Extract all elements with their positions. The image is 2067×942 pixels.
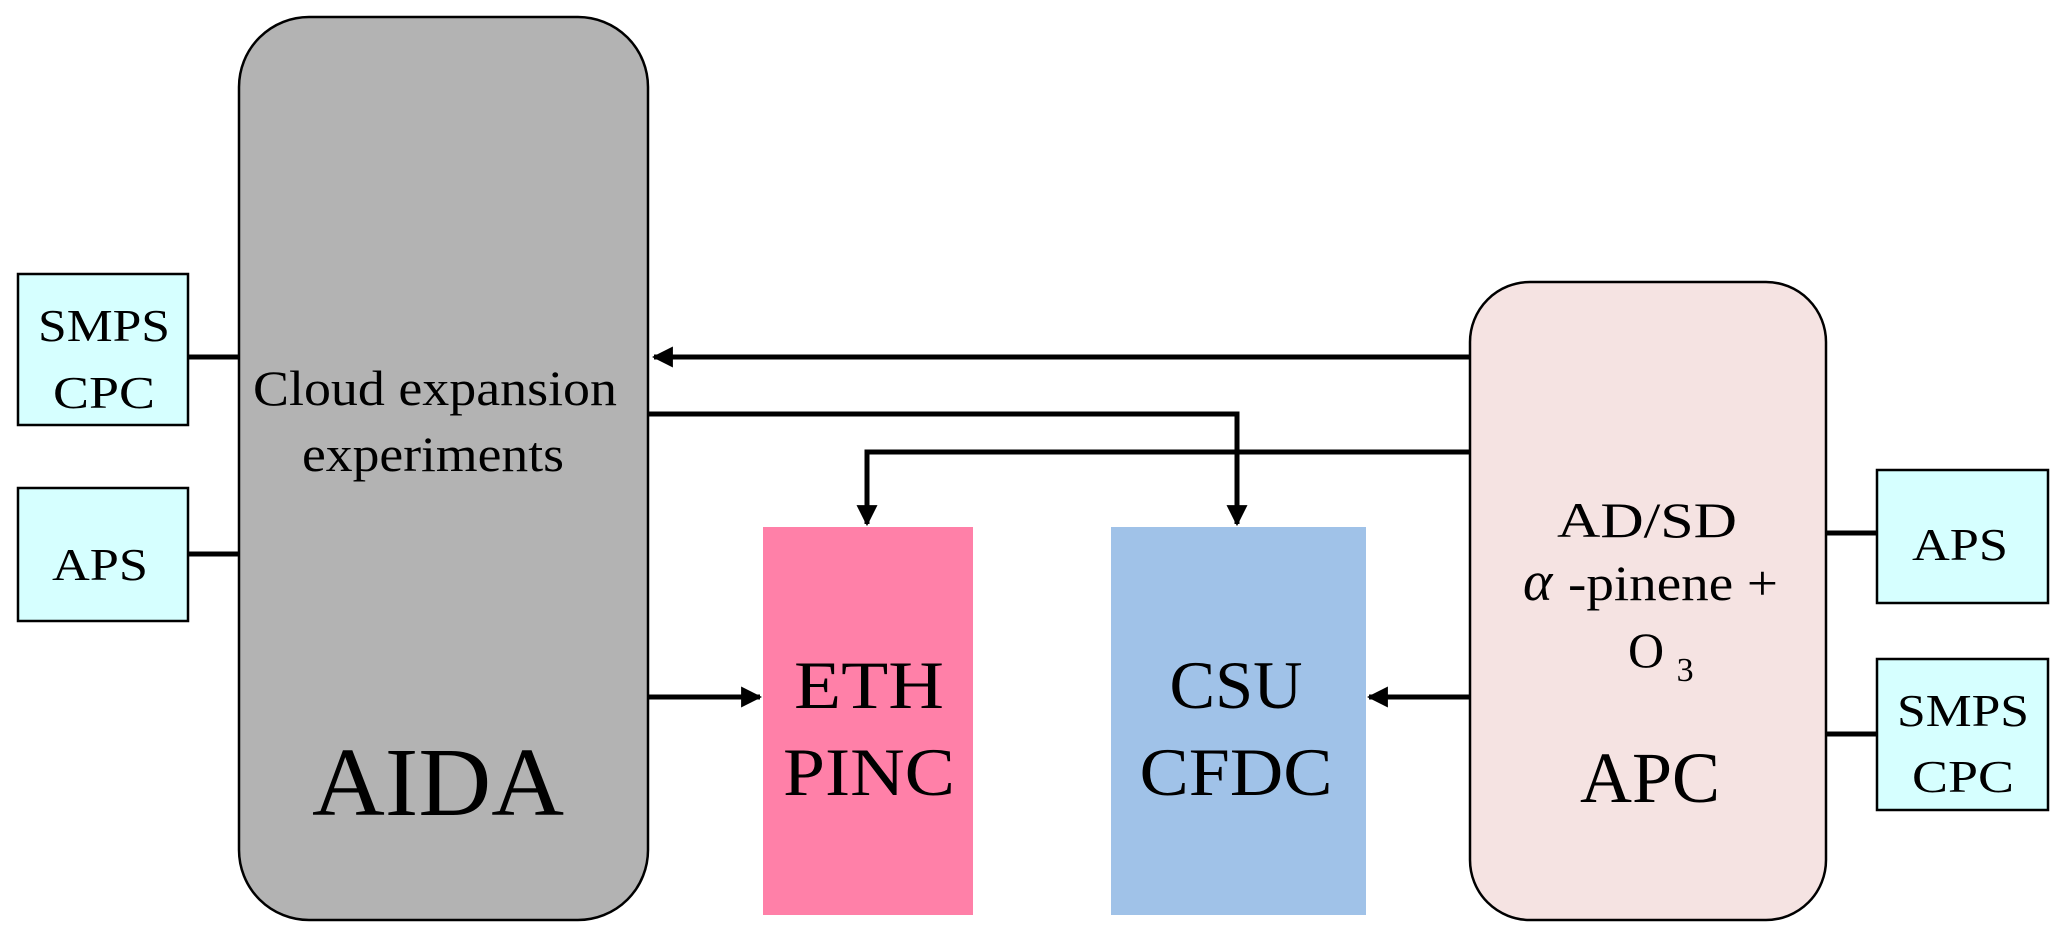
apc-label: APC	[1580, 738, 1720, 818]
left-cpc-label: CPC	[53, 367, 155, 418]
aida-description-line-1: Cloud expansion	[253, 360, 617, 416]
apc-ozone-label: O 3	[1628, 622, 1694, 689]
left-aps-box[interactable]	[16, 486, 190, 623]
aida-box[interactable]	[237, 15, 650, 922]
right-aps[interactable]: APS	[1875, 468, 2050, 605]
aida-description-line-2: experiments	[302, 426, 564, 482]
eth-label: ETH	[794, 647, 944, 723]
apc-ozone-o: O	[1628, 622, 1664, 678]
right-aps-label: APS	[1912, 519, 2008, 570]
right-aps-box[interactable]	[1875, 468, 2050, 605]
apc-pinene-label: -pinene +	[1568, 555, 1778, 611]
right-smps-label: SMPS	[1897, 685, 2029, 736]
edge-apc-to-eth-arrow	[856, 449, 1470, 527]
eth-pinc[interactable]: ETH PINC	[763, 527, 973, 915]
left-smps-label: SMPS	[38, 300, 170, 351]
csu-cfdc[interactable]: CSU CFDC	[1111, 527, 1366, 915]
apc-alpha-symbol: α	[1523, 551, 1554, 613]
edge-aida-to-csu-arrow	[648, 411, 1248, 527]
left-aps[interactable]: APS	[16, 486, 190, 623]
left-smps-cpc[interactable]: SMPS CPC	[16, 272, 190, 427]
apc-box[interactable]	[1468, 280, 1828, 922]
right-smps-cpc[interactable]: SMPS CPC	[1875, 657, 2050, 812]
eth-pinc-box[interactable]	[763, 527, 973, 915]
right-cpc-label: CPC	[1912, 751, 2014, 802]
apc-ozone-subscript: 3	[1677, 652, 1694, 689]
aida-label: AIDA	[312, 729, 564, 837]
apc-adsd-label: AD/SD	[1557, 492, 1737, 548]
csu-label: CSU	[1170, 647, 1303, 723]
right-smps-box[interactable]	[1875, 657, 2050, 812]
connectors	[188, 346, 1877, 737]
apc-chamber[interactable]: AD/SD α -pinene + O 3 APC	[1468, 280, 1828, 922]
aida-chamber[interactable]: Cloud expansion experiments AIDA	[237, 15, 650, 922]
left-aps-label: APS	[52, 539, 148, 590]
csu-cfdc-box[interactable]	[1111, 527, 1366, 915]
pinc-label: PINC	[783, 734, 955, 810]
cfdc-label: CFDC	[1140, 734, 1333, 810]
left-smps-box[interactable]	[16, 272, 190, 427]
